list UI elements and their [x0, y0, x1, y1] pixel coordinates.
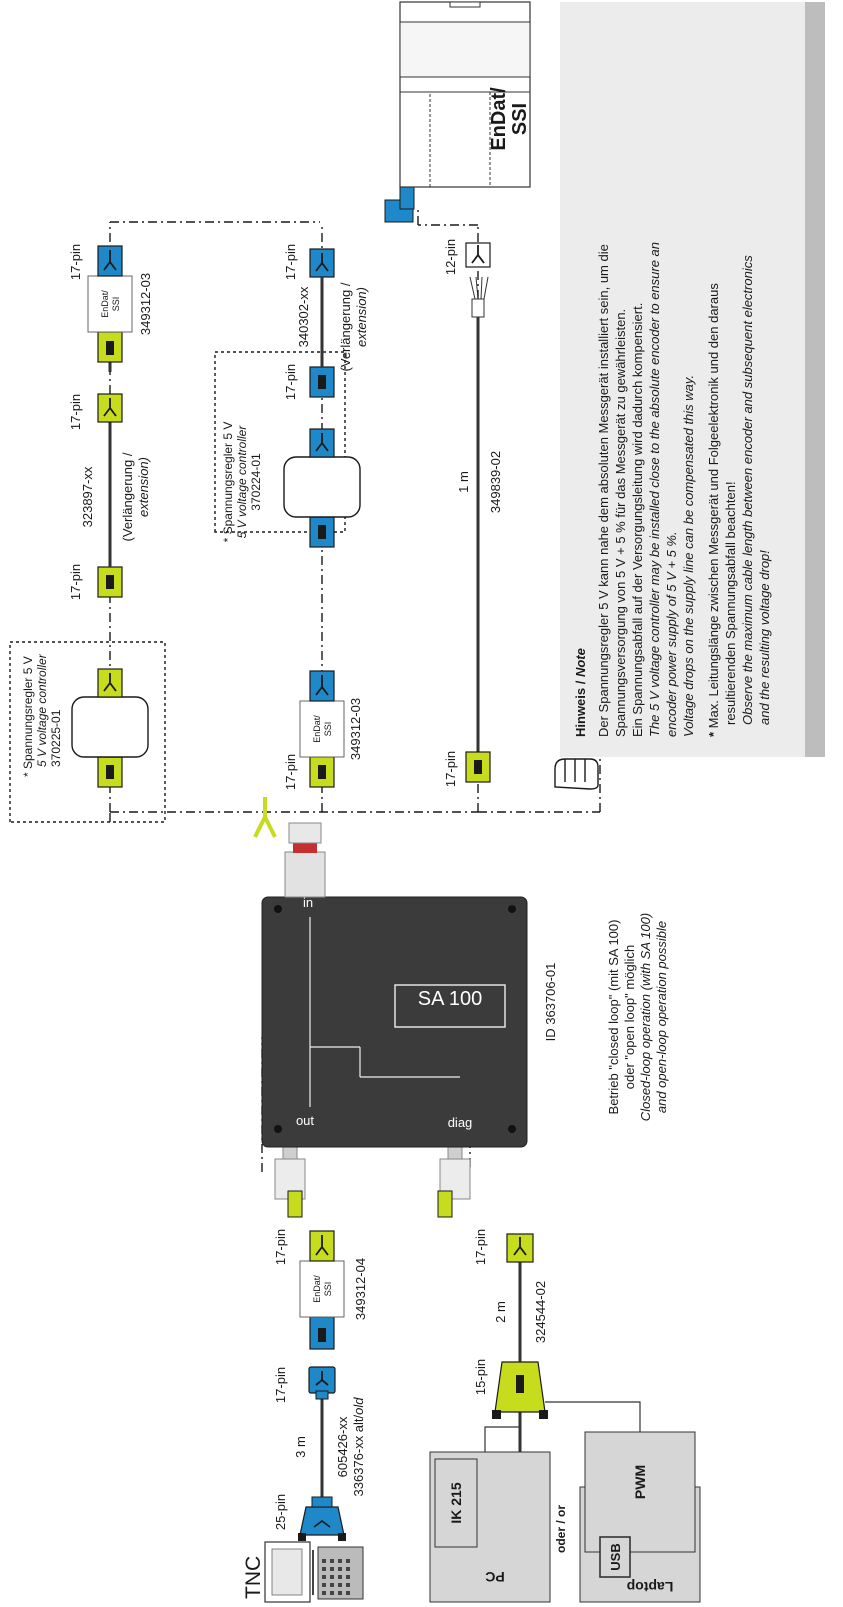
pc-label: PC [485, 1569, 504, 1585]
tnc-cable-id-old-suffix: old [351, 1397, 366, 1415]
adapter-2-label-2: SSI [323, 722, 333, 737]
sa100-port-out: out [296, 1113, 314, 1128]
adapter-2-pin: 17-pin [283, 754, 298, 790]
ext1-text: (Verlängerung / [120, 452, 135, 541]
controller-2-line-1: * Spannungsregler 5 V [221, 422, 235, 543]
controller-2-line-3: 370224-01 [249, 453, 263, 511]
ik215-label: IK 215 [448, 1482, 464, 1523]
sa100-mode-en-1: Closed-loop operation (with SA 100) [638, 913, 653, 1121]
sa100-in-icon [255, 797, 275, 837]
tnc-dsub-connector [298, 1497, 346, 1541]
sa100-out-plug [288, 1191, 302, 1217]
adapter-1-pin: 17-pin [273, 1229, 288, 1265]
or-label: oder / or [554, 1505, 568, 1553]
pc-cable-length: 2 m [493, 1301, 508, 1323]
ext2-pins-b: 17-pin [283, 244, 298, 280]
note-p1-de-2: Spannungsversorgung von 5 V + 5 % für da… [612, 17, 629, 737]
sa100-port-in: in [303, 895, 313, 910]
laptop-label: Laptop [627, 1579, 674, 1595]
tnc-unit: TNC [242, 1542, 363, 1602]
note-p1-en-1: The 5 V voltage controller may be instal… [646, 17, 663, 737]
pc-block: PC IK 215 [430, 1452, 550, 1602]
controller-1-line-2: 5 V voltage controller [35, 653, 49, 767]
sa100-diag-plug [438, 1191, 452, 1217]
enc-cable-pins-b: 12-pin [443, 239, 458, 275]
adapter-3-pin: 17-pin [68, 244, 83, 280]
adapter-1-label: EnDat/ [312, 1275, 322, 1303]
tnc-cable-end-connector [309, 1367, 335, 1399]
adapter-3-label: EnDat/ [100, 290, 110, 318]
note-p2-de-2: resultierenden Spannungsabfall beachten! [722, 17, 739, 737]
sa100-mode-de-2: oder "open loop" möglich [622, 945, 637, 1089]
ext2-pins-a: 17-pin [283, 364, 298, 400]
tnc-cable-id: 605426-xx [335, 1416, 350, 1477]
adapter-1-label-2: SSI [323, 1282, 333, 1297]
usb-label: USB [608, 1543, 623, 1570]
adapter-349312-03-top: EnDat/ SSI [88, 246, 132, 362]
adapter-349312-03-mid: EnDat/ SSI [300, 671, 344, 787]
adapter-2-id: 349312-03 [348, 698, 363, 760]
note-p2-de-1-text: Max. Leitungslänge zwischen Messgerät un… [706, 283, 721, 728]
controller-2-line-2: 5 V voltage controller [235, 425, 249, 539]
ext2-text: (Verlängerung / [338, 282, 353, 371]
note-p1-de-3: Ein Spannungsabfall auf der Versorgungsl… [629, 17, 646, 737]
ext2-id: 340302-xx [296, 286, 311, 347]
pwm-label: PWM [632, 1465, 648, 1499]
ext1-pins-a: 17-pin [68, 564, 83, 600]
tnc-cable-pins-b: 17-pin [273, 1367, 288, 1403]
laptop-block: Laptop USB PWM [580, 1432, 700, 1602]
sa100-mode-en-2: and open-loop operation possible [654, 921, 669, 1113]
note-p2-en-1: Observe the maximum cable length between… [739, 17, 756, 737]
encoder: EnDat/ SSI [385, 2, 531, 222]
sa100-id: ID 363706-01 [543, 963, 558, 1042]
tnc-cable-pins-a: 25-pin [273, 1494, 288, 1530]
adapter-1-id: 349312-04 [353, 1258, 368, 1320]
adapter-3-id: 349312-03 [138, 273, 153, 335]
pc-dsub-connector [492, 1362, 548, 1419]
enc-cable-id: 349839-02 [488, 451, 503, 513]
encoder-label-1: EnDat/ [488, 87, 510, 151]
pc-cable-id: 324544-02 [533, 1281, 548, 1343]
note-title: Hinweis / Note [572, 17, 589, 737]
enc-cable-length: 1 m [456, 471, 471, 493]
note-p2-en-2: and the resulting voltage drop! [756, 17, 773, 737]
controller-1-line-1: * Spannungsregler 5 V [21, 656, 35, 777]
sa100-unit: in out diag SA 100 [262, 823, 527, 1199]
tnc-cable-id-old-prefix: 336376-xx alt/ [351, 1414, 366, 1496]
note-p2-star: * [706, 732, 721, 737]
hand-pointer-icon [555, 759, 598, 789]
note-p1-en-3: Voltage drops on the supply line can be … [680, 17, 697, 737]
tnc-cable-id-old: 336376-xx alt/old [351, 1397, 366, 1497]
tnc-label: TNC [242, 1556, 265, 1599]
note-panel-bar [805, 2, 825, 757]
ext2-text-it: extension) [354, 287, 369, 347]
note-panel: Hinweis / Note Der Spannungsregler 5 V k… [572, 17, 773, 737]
sa100-name: SA 100 [418, 988, 483, 1010]
controller-370225-01 [72, 669, 148, 787]
ext1-text-it: extension) [136, 457, 151, 517]
controller-1-line-3: 370225-01 [49, 709, 63, 767]
note-p2-de-1: * Max. Leitungslänge zwischen Messgerät … [705, 17, 722, 737]
note-title-de: Hinweis / [573, 677, 588, 737]
adapter-2-label: EnDat/ [312, 715, 322, 743]
pc-cable-pins-a: 15-pin [473, 1359, 488, 1395]
sa100-port-diag: diag [448, 1115, 473, 1130]
adapter-3-label-2: SSI [111, 297, 121, 312]
tnc-cable-length: 3 m [293, 1436, 308, 1458]
encoder-label-2: SSI [509, 103, 531, 135]
extension-323897 [98, 394, 122, 597]
ext1-pins-b: 17-pin [68, 394, 83, 430]
controller-370224-01 [284, 429, 360, 547]
ext1-id: 323897-xx [80, 466, 95, 527]
sa100-mode-de-1: Betrieb "closed loop" (mit SA 100) [606, 920, 621, 1115]
extension-340302 [310, 249, 334, 397]
pc-cable-end-connector [507, 1234, 533, 1262]
enc-cable-pins-a: 17-pin [443, 751, 458, 787]
note-title-en: Note [573, 648, 588, 677]
note-p1-en-2: encoder power supply of 5 V + 5 %. [663, 17, 680, 737]
adapter-349312-04: EnDat/ SSI [300, 1231, 344, 1349]
note-p1-de-1: Der Spannungsregler 5 V kann nahe dem ab… [595, 17, 612, 737]
pc-cable-pins-b: 17-pin [473, 1229, 488, 1265]
